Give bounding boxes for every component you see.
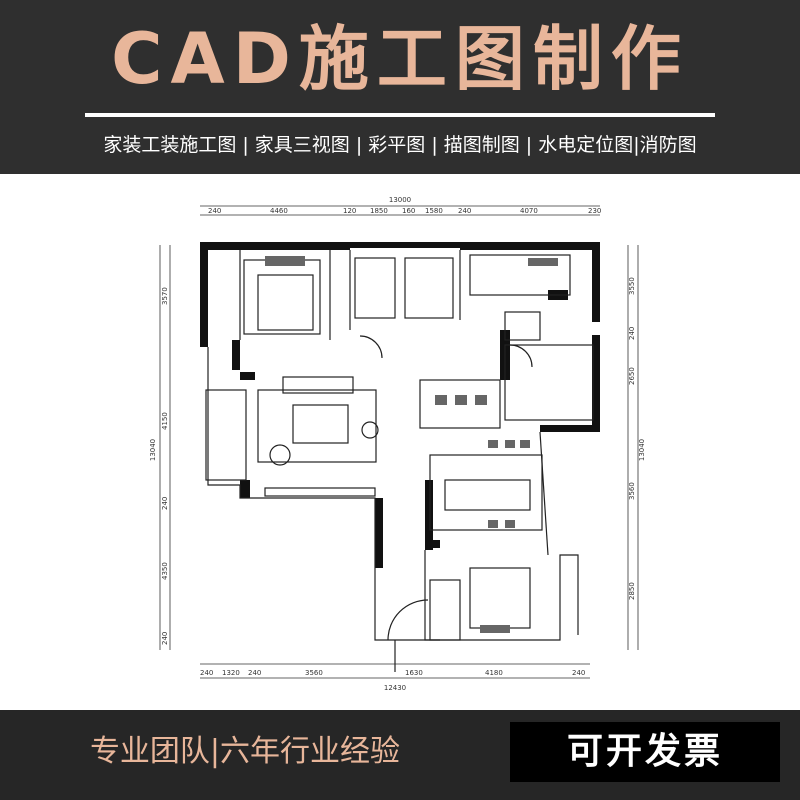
main-title: CAD施工图制作 [111,18,689,100]
right-dim: 2650 [628,367,636,385]
floor-plan-drawing: 13000 12430 13040 13040 240 4460 120 185… [150,196,646,692]
interior-walls [205,250,594,672]
title-divider [85,113,715,117]
top-banner [0,0,800,174]
bottom-dim: 4180 [485,669,503,677]
right-dim: 2850 [628,582,636,600]
left-dim: 4350 [161,562,169,580]
top-dim: 1580 [425,207,443,215]
right-dim: 3550 [628,277,636,295]
overall-width-bottom: 12430 [384,684,406,692]
top-dim: 120 [343,207,356,215]
overall-height-right: 13040 [638,439,646,461]
overall-width-top: 13000 [389,196,411,204]
top-dim: 1850 [370,207,388,215]
left-dim: 3570 [161,287,169,305]
bottom-dim: 1320 [222,669,240,677]
bottom-dim: 3560 [305,669,323,677]
bottom-dim: 240 [572,669,585,677]
top-dim: 4460 [270,207,288,215]
top-dim: 230 [588,207,601,215]
top-dim: 4070 [520,207,538,215]
top-dim: 160 [402,207,415,215]
bottom-dim: 240 [248,669,261,677]
dimension-lines [159,205,639,679]
left-dim: 240 [161,497,169,510]
invoice-label: 可开发票 [566,731,723,772]
bottom-dim: 240 [200,669,213,677]
right-dim: 3560 [628,482,636,500]
fixture-marks [265,256,558,633]
top-dim: 240 [458,207,471,215]
top-dim: 240 [208,207,221,215]
invoice-badge [510,722,780,782]
team-slogan: 专业团队|六年行业经验 [89,734,401,769]
left-dim: 240 [161,632,169,645]
bottom-dim: 1630 [405,669,423,677]
service-list: 家装工装施工图 | 家具三视图 | 彩平图 | 描图制图 | 水电定位图|消防图 [103,134,697,156]
overall-height-left: 13040 [150,439,157,461]
left-dim: 4150 [161,412,169,430]
dimension-labels: 13000 12430 13040 13040 240 4460 120 185… [150,196,646,692]
exterior-walls [200,242,600,568]
right-dim: 240 [628,327,636,340]
